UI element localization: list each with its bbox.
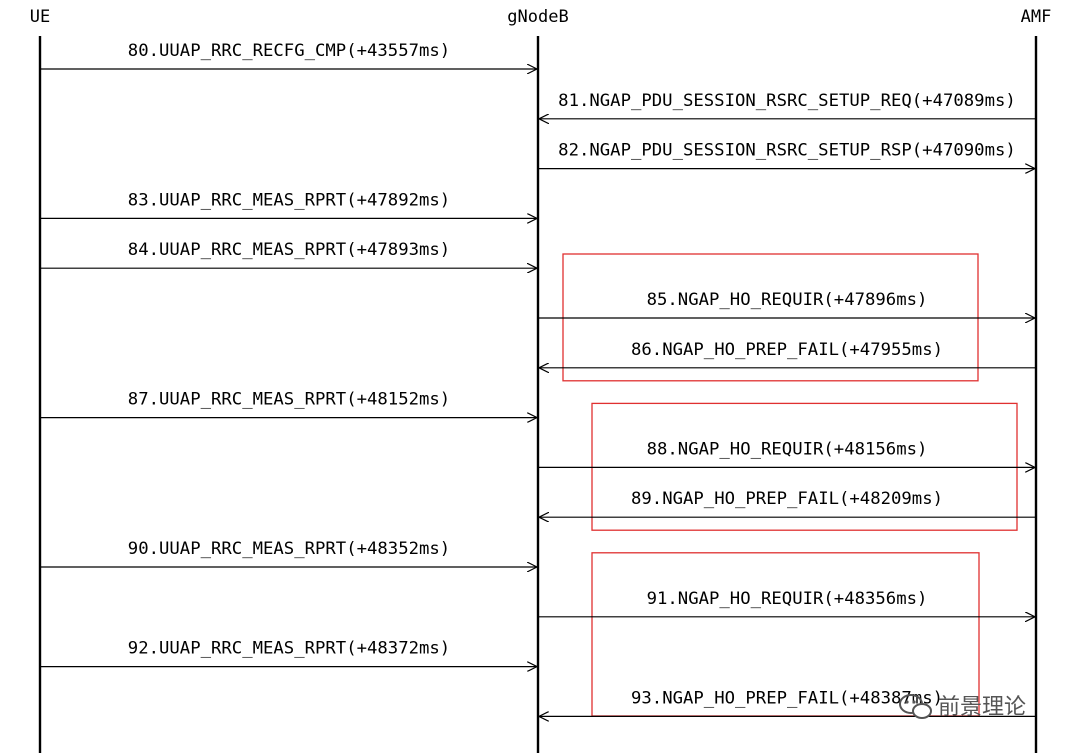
message-label: 91.NGAP_HO_REQUIR(+48356ms)	[647, 589, 928, 609]
watermark: 前景理论	[899, 694, 1026, 720]
message-label: 89.NGAP_HO_PREP_FAIL(+48209ms)	[631, 489, 943, 509]
message-label: 80.UUAP_RRC_RECFG_CMP(+43557ms)	[128, 41, 450, 61]
highlight-boxes	[562, 253, 1018, 717]
lifeline-label-gnb: gNodeB	[507, 7, 568, 27]
messages: 80.UUAP_RRC_RECFG_CMP(+43557ms) 81.NGAP_P…	[40, 41, 1036, 716]
message-label: 85.NGAP_HO_REQUIR(+47896ms)	[647, 290, 928, 310]
message-label: 83.UUAP_RRC_MEAS_RPRT(+47892ms)	[128, 190, 450, 210]
message-label: 87.UUAP_RRC_MEAS_RPRT(+48152ms)	[128, 390, 450, 410]
message-label: 84.UUAP_RRC_MEAS_RPRT(+47893ms)	[128, 240, 450, 260]
message-label: 93.NGAP_HO_PREP_FAIL(+48387ms)	[631, 688, 943, 708]
lifelines: UE gNodeB AMF	[30, 7, 1052, 753]
watermark-text: 前景理论	[938, 695, 1026, 720]
message-label: 90.UUAP_RRC_MEAS_RPRT(+48352ms)	[128, 539, 450, 559]
lifeline-label-amf: AMF	[1021, 7, 1052, 27]
message-label: 86.NGAP_HO_PREP_FAIL(+47955ms)	[631, 340, 943, 360]
message-label: 88.NGAP_HO_REQUIR(+48156ms)	[647, 439, 928, 459]
message-label: 92.UUAP_RRC_MEAS_RPRT(+48372ms)	[128, 639, 450, 659]
message-label: 82.NGAP_PDU_SESSION_RSRC_SETUP_RSP(+4709…	[558, 141, 1016, 161]
message-label: 81.NGAP_PDU_SESSION_RSRC_SETUP_REQ(+4708…	[558, 91, 1016, 111]
wechat-icon	[899, 694, 932, 719]
lifeline-label-ue: UE	[30, 7, 50, 27]
